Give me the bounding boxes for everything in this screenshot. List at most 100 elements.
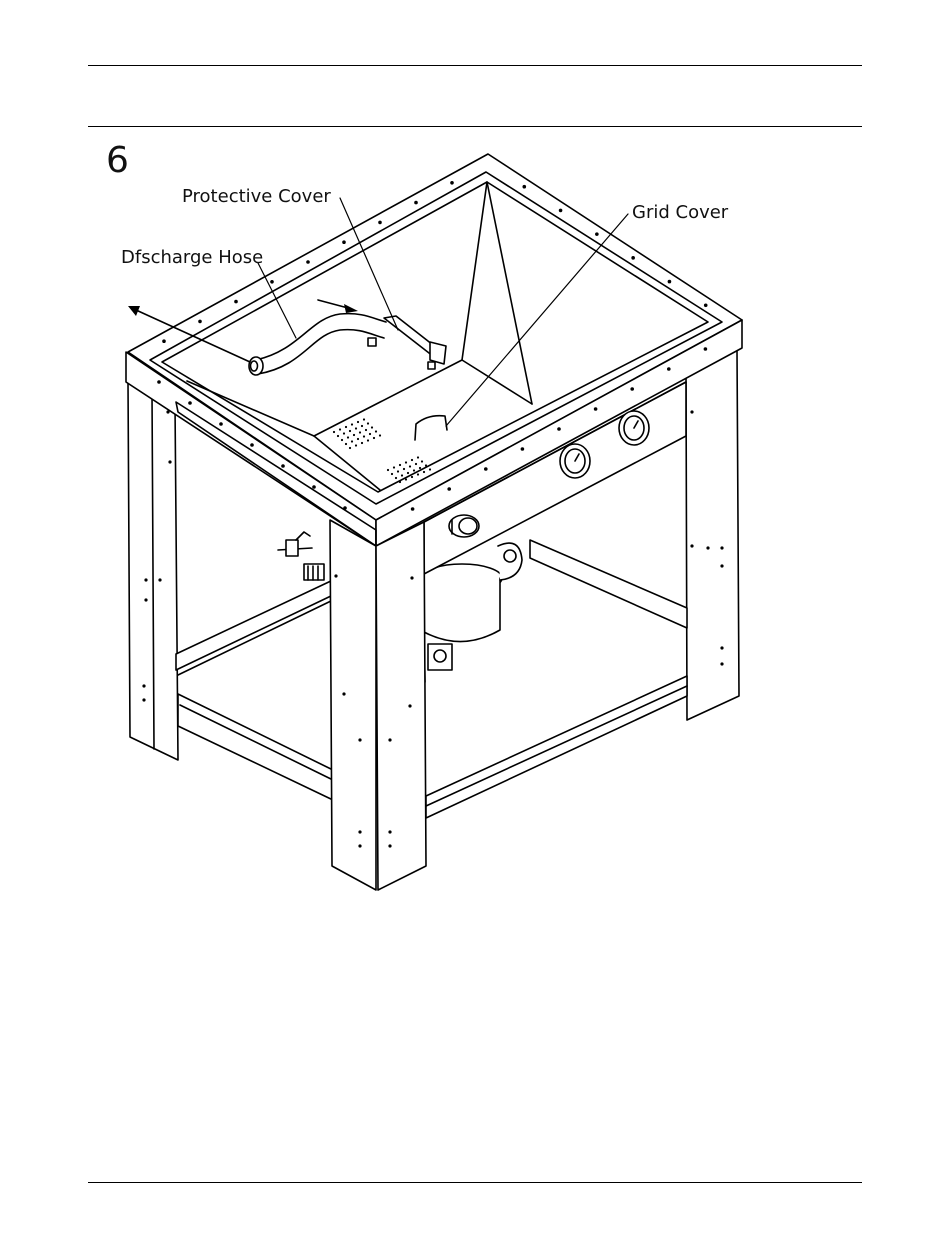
discharge-hose-label: Dfscharge Hose: [121, 249, 263, 267]
hole-dot: [405, 461, 407, 463]
hole-dot: [401, 474, 403, 476]
hole-dot: [379, 434, 381, 436]
hole-dot: [429, 468, 431, 470]
hole-dot: [408, 704, 411, 707]
hole-dot: [371, 426, 373, 428]
hole-dot: [720, 546, 723, 549]
hole-dot: [415, 463, 417, 465]
hole-dot: [144, 598, 147, 601]
hole-dot: [357, 421, 359, 423]
hole-dot: [250, 443, 254, 447]
hole-dot: [391, 473, 393, 475]
hole-dot: [349, 430, 351, 432]
hole-dot: [411, 507, 415, 511]
hole-dot: [417, 473, 419, 475]
hole-dot: [361, 425, 363, 427]
hole-dot: [388, 830, 391, 833]
hole-dot: [399, 481, 401, 483]
hole-dot: [343, 506, 347, 510]
temperature-gauge-icon: [560, 444, 590, 478]
hole-dot: [419, 467, 421, 469]
hole-dot: [349, 447, 351, 449]
hole-dot: [450, 181, 454, 185]
hole-dot: [425, 464, 427, 466]
hole-dot: [339, 428, 341, 430]
hole-dot: [393, 466, 395, 468]
hole-dot: [594, 407, 598, 411]
back-right-leg: [686, 350, 739, 720]
hole-dot: [704, 347, 708, 351]
hole-dot: [198, 320, 202, 324]
hole-dot: [357, 438, 359, 440]
hole-dot: [345, 426, 347, 428]
hole-dot: [399, 464, 401, 466]
hole-dot: [158, 578, 161, 581]
hole-dot: [144, 578, 147, 581]
hole-dot: [347, 436, 349, 438]
hole-dot: [281, 464, 285, 468]
hole-dot: [423, 471, 425, 473]
hole-dot: [595, 232, 599, 236]
hole-dot: [359, 431, 361, 433]
hole-dot: [306, 260, 310, 264]
hole-dot: [157, 380, 161, 384]
hole-dot: [397, 470, 399, 472]
hole-dot: [378, 221, 382, 225]
hole-dot: [387, 469, 389, 471]
drain-valve-icon: [278, 532, 324, 580]
hole-dot: [343, 432, 345, 434]
hole-dot: [395, 477, 397, 479]
hole-dot: [351, 440, 353, 442]
hole-dot: [219, 422, 223, 426]
hole-dot: [166, 410, 169, 413]
hole-dot: [690, 544, 693, 547]
hole-dot: [407, 472, 409, 474]
hole-dot: [312, 485, 316, 489]
hole-dot: [342, 240, 346, 244]
hole-dot: [373, 437, 375, 439]
hole-dot: [345, 443, 347, 445]
hole-dot: [417, 456, 419, 458]
front-left-leg: [128, 382, 178, 760]
protective-cover-label: Protective Cover: [182, 188, 331, 206]
grid-cover-label: Grid Cover: [632, 204, 728, 222]
hole-dot: [421, 460, 423, 462]
hole-dot: [559, 209, 563, 213]
hole-dot: [706, 546, 709, 549]
hole-dot: [358, 830, 361, 833]
hole-dot: [720, 662, 723, 665]
pressure-gauge-icon: [619, 411, 649, 445]
hole-dot: [188, 401, 192, 405]
hole-dot: [522, 185, 526, 189]
hole-dot: [369, 433, 371, 435]
hole-dot: [367, 439, 369, 441]
hole-dot: [405, 478, 407, 480]
hole-dot: [409, 465, 411, 467]
hole-dot: [342, 692, 345, 695]
hole-dot: [388, 844, 391, 847]
hole-dot: [375, 430, 377, 432]
hole-dot: [630, 387, 634, 391]
hole-dot: [142, 684, 145, 687]
hole-dot: [704, 303, 708, 307]
hole-dot: [690, 410, 693, 413]
hole-dot: [365, 429, 367, 431]
hole-dot: [667, 367, 671, 371]
hole-dot: [270, 280, 274, 284]
hole-dot: [162, 339, 166, 343]
hole-dot: [337, 435, 339, 437]
hole-dot: [363, 418, 365, 420]
hole-dot: [411, 476, 413, 478]
hole-dot: [168, 460, 171, 463]
hole-dot: [720, 564, 723, 567]
hole-dot: [353, 434, 355, 436]
hole-dot: [388, 738, 391, 741]
hole-dot: [361, 442, 363, 444]
hole-dot: [358, 844, 361, 847]
hole-dot: [484, 467, 488, 471]
hole-dot: [414, 201, 418, 205]
hole-dot: [358, 738, 361, 741]
front-center-leg: [330, 520, 426, 890]
hole-dot: [631, 256, 635, 260]
hole-dot: [234, 300, 238, 304]
